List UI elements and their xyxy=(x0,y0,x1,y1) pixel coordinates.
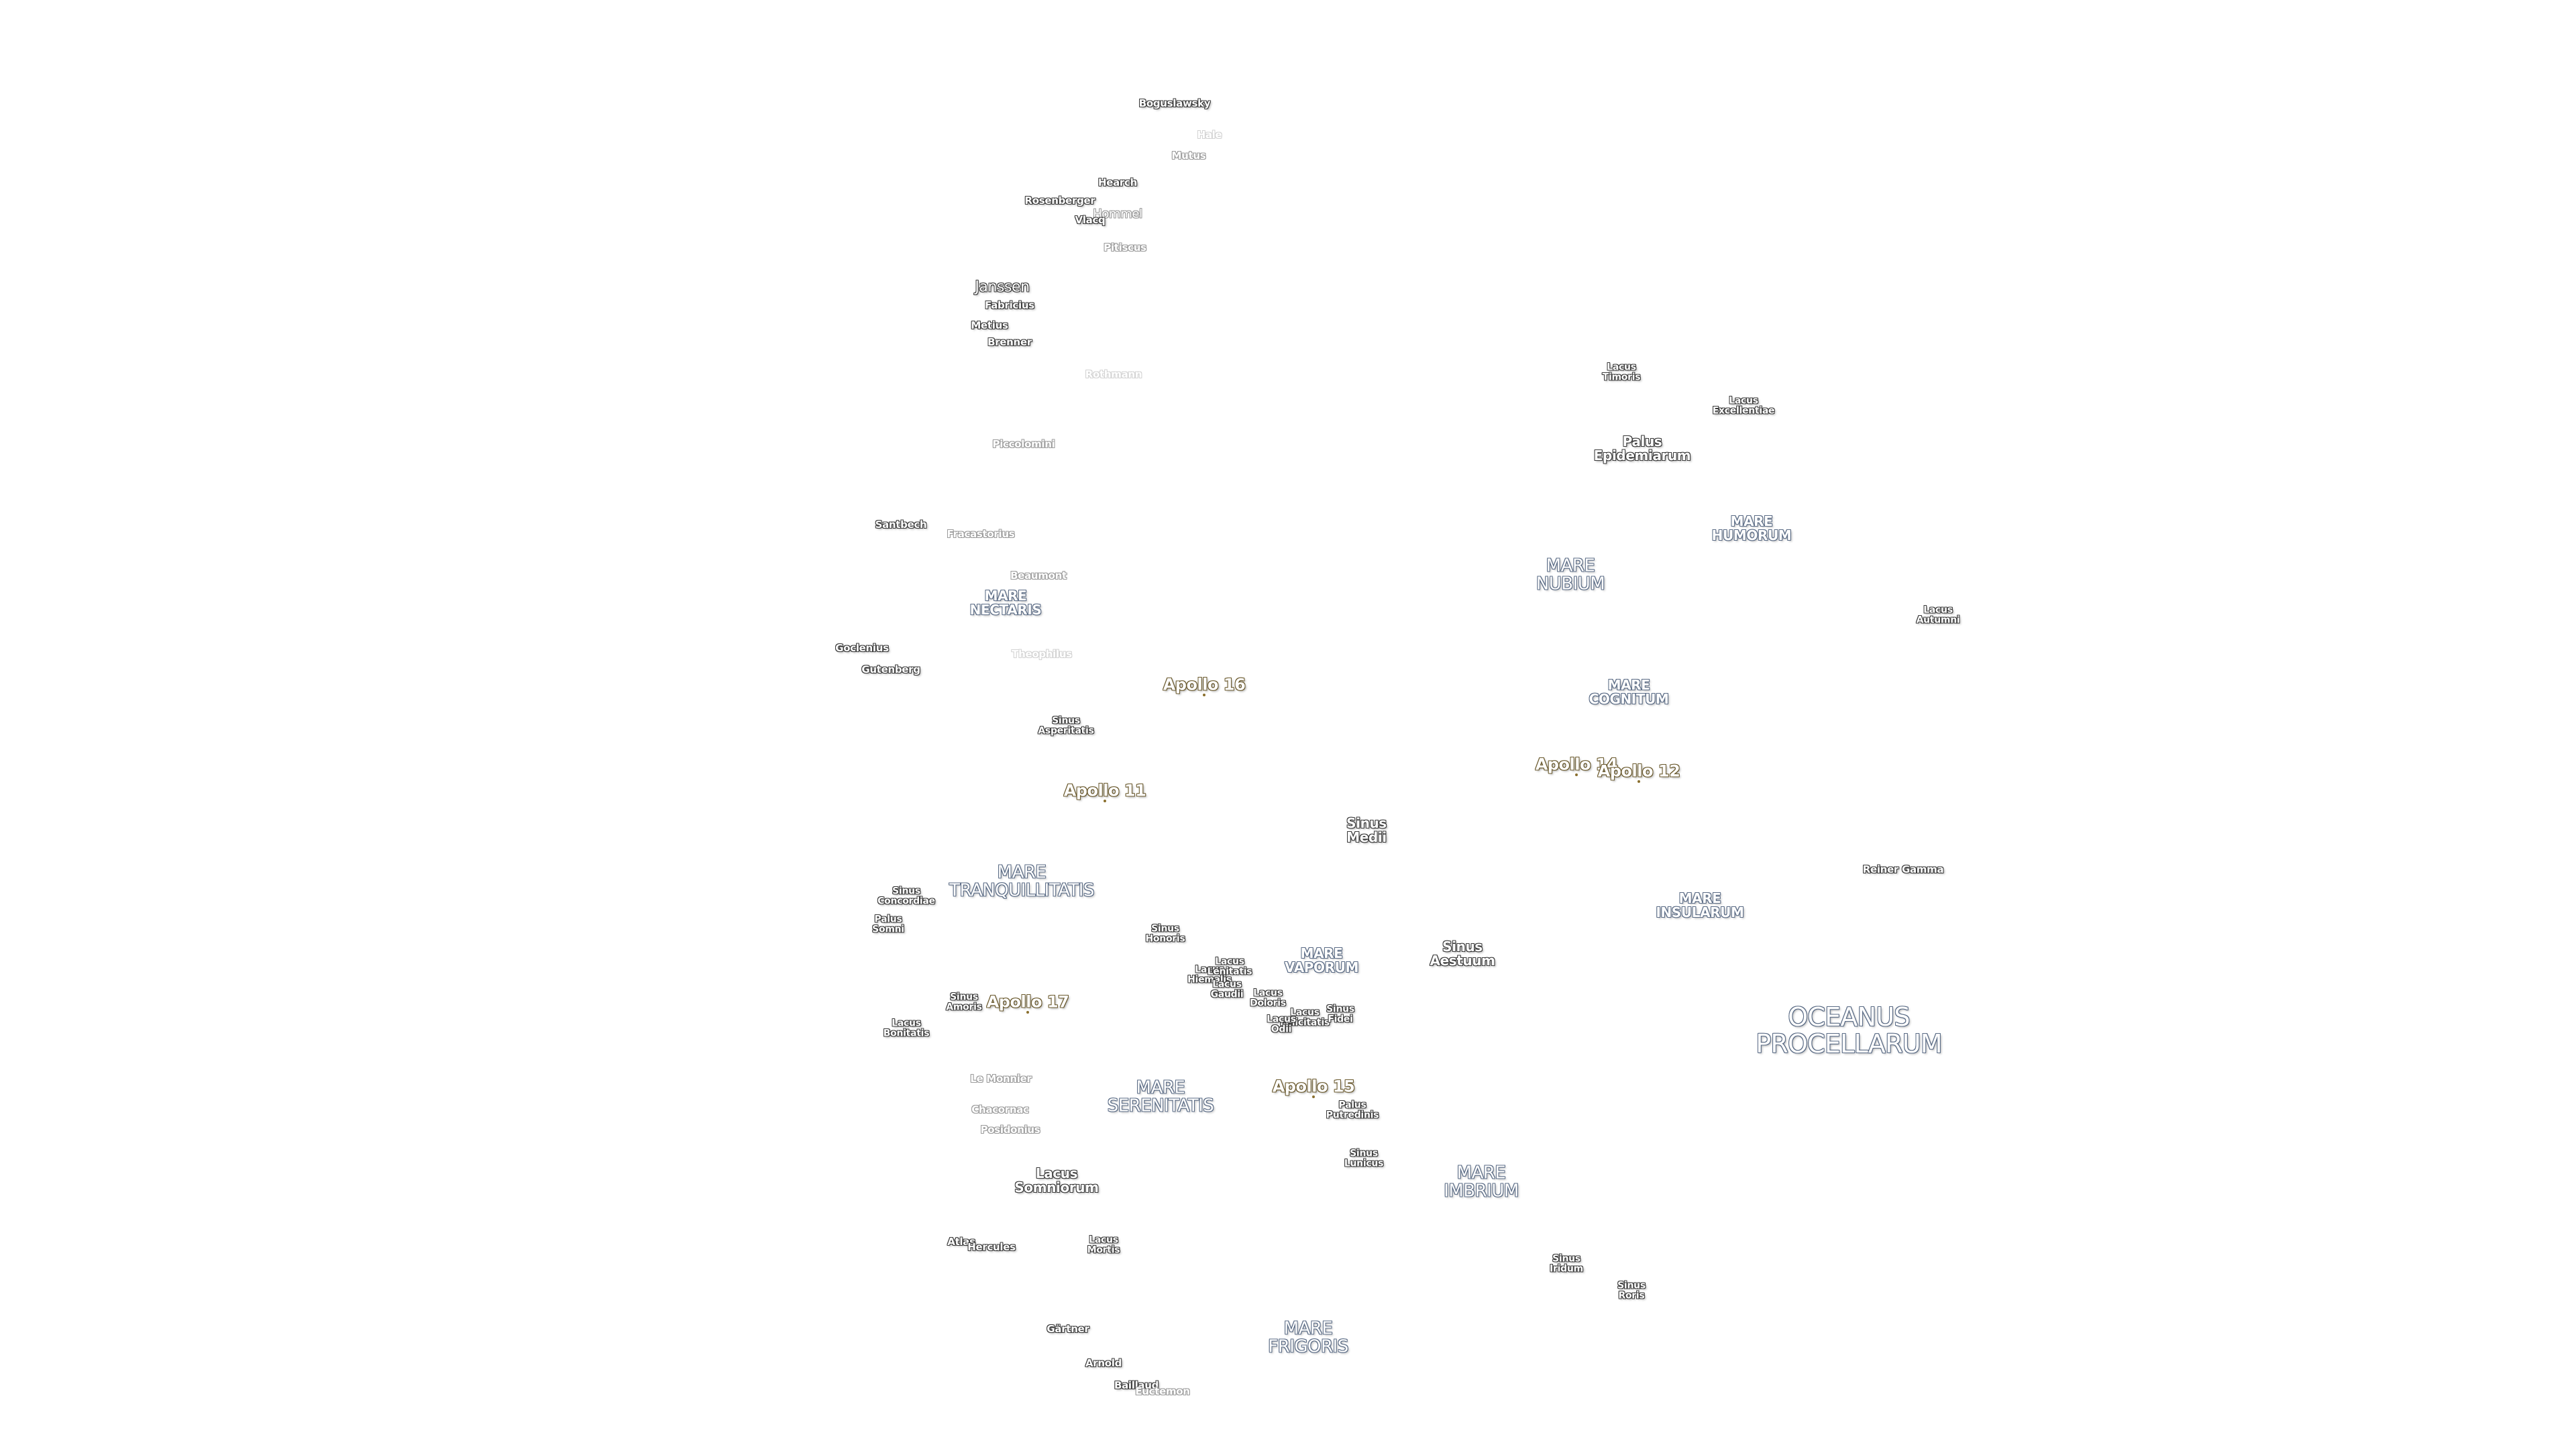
mare-label-nectaris[interactable]: MARE NECTARIS xyxy=(969,588,1042,618)
crater-label-gartner[interactable]: Gärtner xyxy=(1046,1323,1089,1336)
apollo-site-label-11[interactable]: Apollo 11 xyxy=(1063,781,1146,800)
palus-label-epidemiarum[interactable]: Palus Epidemiarum xyxy=(1593,433,1691,464)
crater-label-pitiscus[interactable]: Pitiscus xyxy=(1104,241,1146,254)
lacus-label-autumni[interactable]: Lacus Autumni xyxy=(1916,604,1960,625)
crater-label-hercules[interactable]: Hercules xyxy=(967,1241,1016,1254)
crater-label-le-monnier[interactable]: Le Monnier xyxy=(970,1073,1032,1085)
apollo-site-label-16[interactable]: Apollo 16 xyxy=(1163,675,1246,694)
crater-label-goclenius[interactable]: Goclenius xyxy=(835,642,889,655)
crater-label-arnold[interactable]: Arnold xyxy=(1085,1357,1122,1370)
palus-label-putredinis[interactable]: Palus Putredinis xyxy=(1326,1099,1379,1120)
lacus-label-somniorum[interactable]: Lacus Somniorum xyxy=(1014,1165,1099,1195)
lacus-label-hiemalis[interactable]: Lacus Hiemalis xyxy=(1187,964,1232,985)
lacus-label-odii[interactable]: Lacus Odii xyxy=(1267,1014,1296,1034)
crater-label-hale[interactable]: Hale xyxy=(1197,129,1222,142)
sinus-label-iridum[interactable]: Sinus Iridum xyxy=(1550,1253,1583,1274)
crater-label-gutenberg[interactable]: Gutenberg xyxy=(861,663,920,676)
lacus-label-excellentiae[interactable]: Lacus Excellentiae xyxy=(1712,395,1775,416)
lacus-label-felicitatis[interactable]: Lacus Felicitatis xyxy=(1279,1007,1330,1028)
crater-label-boguslawsky[interactable]: Boguslawsky xyxy=(1138,97,1211,110)
sinus-label-honoris[interactable]: Sinus Honoris xyxy=(1145,923,1185,944)
apollo-site-label-12[interactable]: Apollo 12 xyxy=(1597,761,1680,781)
lacus-label-lenitatis[interactable]: Lacus Lenitatis xyxy=(1207,956,1252,977)
lacus-label-timoris[interactable]: Lacus Timoris xyxy=(1602,362,1641,382)
crater-label-beaumont[interactable]: Beaumont xyxy=(1010,570,1067,582)
crater-label-metius[interactable]: Metius xyxy=(971,319,1008,332)
mare-label-humorum[interactable]: MARE HUMORUM xyxy=(1711,513,1792,543)
apollo-site-marker-15[interactable] xyxy=(1312,1095,1315,1098)
apollo-site-label-14[interactable]: Apollo 14 xyxy=(1535,755,1618,774)
crater-label-baillaud[interactable]: Baillaud xyxy=(1114,1379,1159,1392)
lacus-label-doloris[interactable]: Lacus Doloris xyxy=(1250,987,1286,1008)
apollo-site-marker-12[interactable] xyxy=(1638,780,1640,783)
sinus-label-fidei[interactable]: Sinus Fidei xyxy=(1326,1004,1354,1024)
crater-label-mutus[interactable]: Mutus xyxy=(1171,150,1206,162)
lacus-label-bonitatis[interactable]: Lacus Bonitatis xyxy=(883,1018,930,1038)
mare-label-insularum[interactable]: MARE INSULARUM xyxy=(1656,890,1744,920)
sinus-label-aestuum[interactable]: Sinus Aestuum xyxy=(1430,938,1495,969)
crater-label-hommel[interactable]: Hommel xyxy=(1093,207,1142,221)
lacus-label-gaudii[interactable]: Lacus Gaudii xyxy=(1210,979,1244,1000)
crater-label-theophilus[interactable]: Theophilus xyxy=(1012,648,1072,661)
mare-label-imbrium[interactable]: MARE IMBRIUM xyxy=(1444,1163,1519,1201)
crater-label-santbech[interactable]: Santbech xyxy=(875,519,927,531)
mare-label-frigoris[interactable]: MARE FRIGORIS xyxy=(1268,1318,1348,1357)
sinus-label-asperitatis[interactable]: Sinus Asperitatis xyxy=(1038,715,1094,736)
apollo-site-label-15[interactable]: Apollo 15 xyxy=(1272,1077,1355,1096)
mare-label-tranquillitatis[interactable]: MARE TRANQUILLITATIS xyxy=(949,862,1094,901)
crater-label-janssen[interactable]: Janssen xyxy=(975,278,1030,296)
apollo-site-marker-17[interactable] xyxy=(1026,1011,1029,1014)
apollo-site-marker-11[interactable] xyxy=(1104,800,1106,802)
crater-label-rothmann[interactable]: Rothmann xyxy=(1085,368,1142,381)
sinus-label-roris[interactable]: Sinus Roris xyxy=(1617,1280,1646,1301)
lacus-label-mortis[interactable]: Lacus Mortis xyxy=(1087,1234,1120,1255)
sinus-label-lunicus[interactable]: Sinus Lunicus xyxy=(1344,1148,1384,1169)
palus-label-somni[interactable]: Palus Somni xyxy=(872,914,904,934)
mare-label-cognitum[interactable]: MARE COGNITUM xyxy=(1589,677,1669,707)
apollo-site-label-17[interactable]: Apollo 17 xyxy=(986,992,1069,1012)
crater-label-brenner[interactable]: Brenner xyxy=(987,336,1032,349)
apollo-site-marker-16[interactable] xyxy=(1203,694,1205,696)
crater-label-vlacq[interactable]: Vlacq xyxy=(1075,214,1106,227)
mare-label-nubium[interactable]: MARE NUBIUM xyxy=(1536,555,1605,594)
crater-label-piccolomini[interactable]: Piccolomini xyxy=(992,438,1055,451)
crater-label-hearch[interactable]: Hearch xyxy=(1097,176,1138,189)
mare-label-vaporum[interactable]: MARE VAPORUM xyxy=(1284,945,1359,975)
crater-label-rosenberger[interactable]: Rosenberger xyxy=(1024,195,1095,207)
sinus-label-concordiae[interactable]: Sinus Concordiae xyxy=(877,885,935,906)
crater-label-atlas[interactable]: Atlas xyxy=(947,1236,975,1248)
crater-label-chacornac[interactable]: Chacornac xyxy=(971,1104,1029,1116)
apollo-site-marker-14[interactable] xyxy=(1575,773,1578,776)
sinus-label-medii[interactable]: Sinus Medii xyxy=(1346,815,1387,845)
mare-label-oceanus-procellarum[interactable]: OCEANUS PROCELLARUM xyxy=(1756,1002,1942,1059)
crater-label-euctemon[interactable]: Euctemon xyxy=(1135,1385,1190,1398)
crater-label-fracastorius[interactable]: Fracastorius xyxy=(947,528,1015,541)
sinus-label-amoris[interactable]: Sinus Amoris xyxy=(946,991,982,1012)
mare-label-serenitatis[interactable]: MARE SERENITATIS xyxy=(1107,1077,1214,1116)
crater-label-posidonius[interactable]: Posidonius xyxy=(980,1124,1040,1136)
feature-label-reiner-gamma[interactable]: Reiner Gamma xyxy=(1862,863,1944,876)
crater-label-fabricius[interactable]: Fabricius xyxy=(985,299,1034,312)
